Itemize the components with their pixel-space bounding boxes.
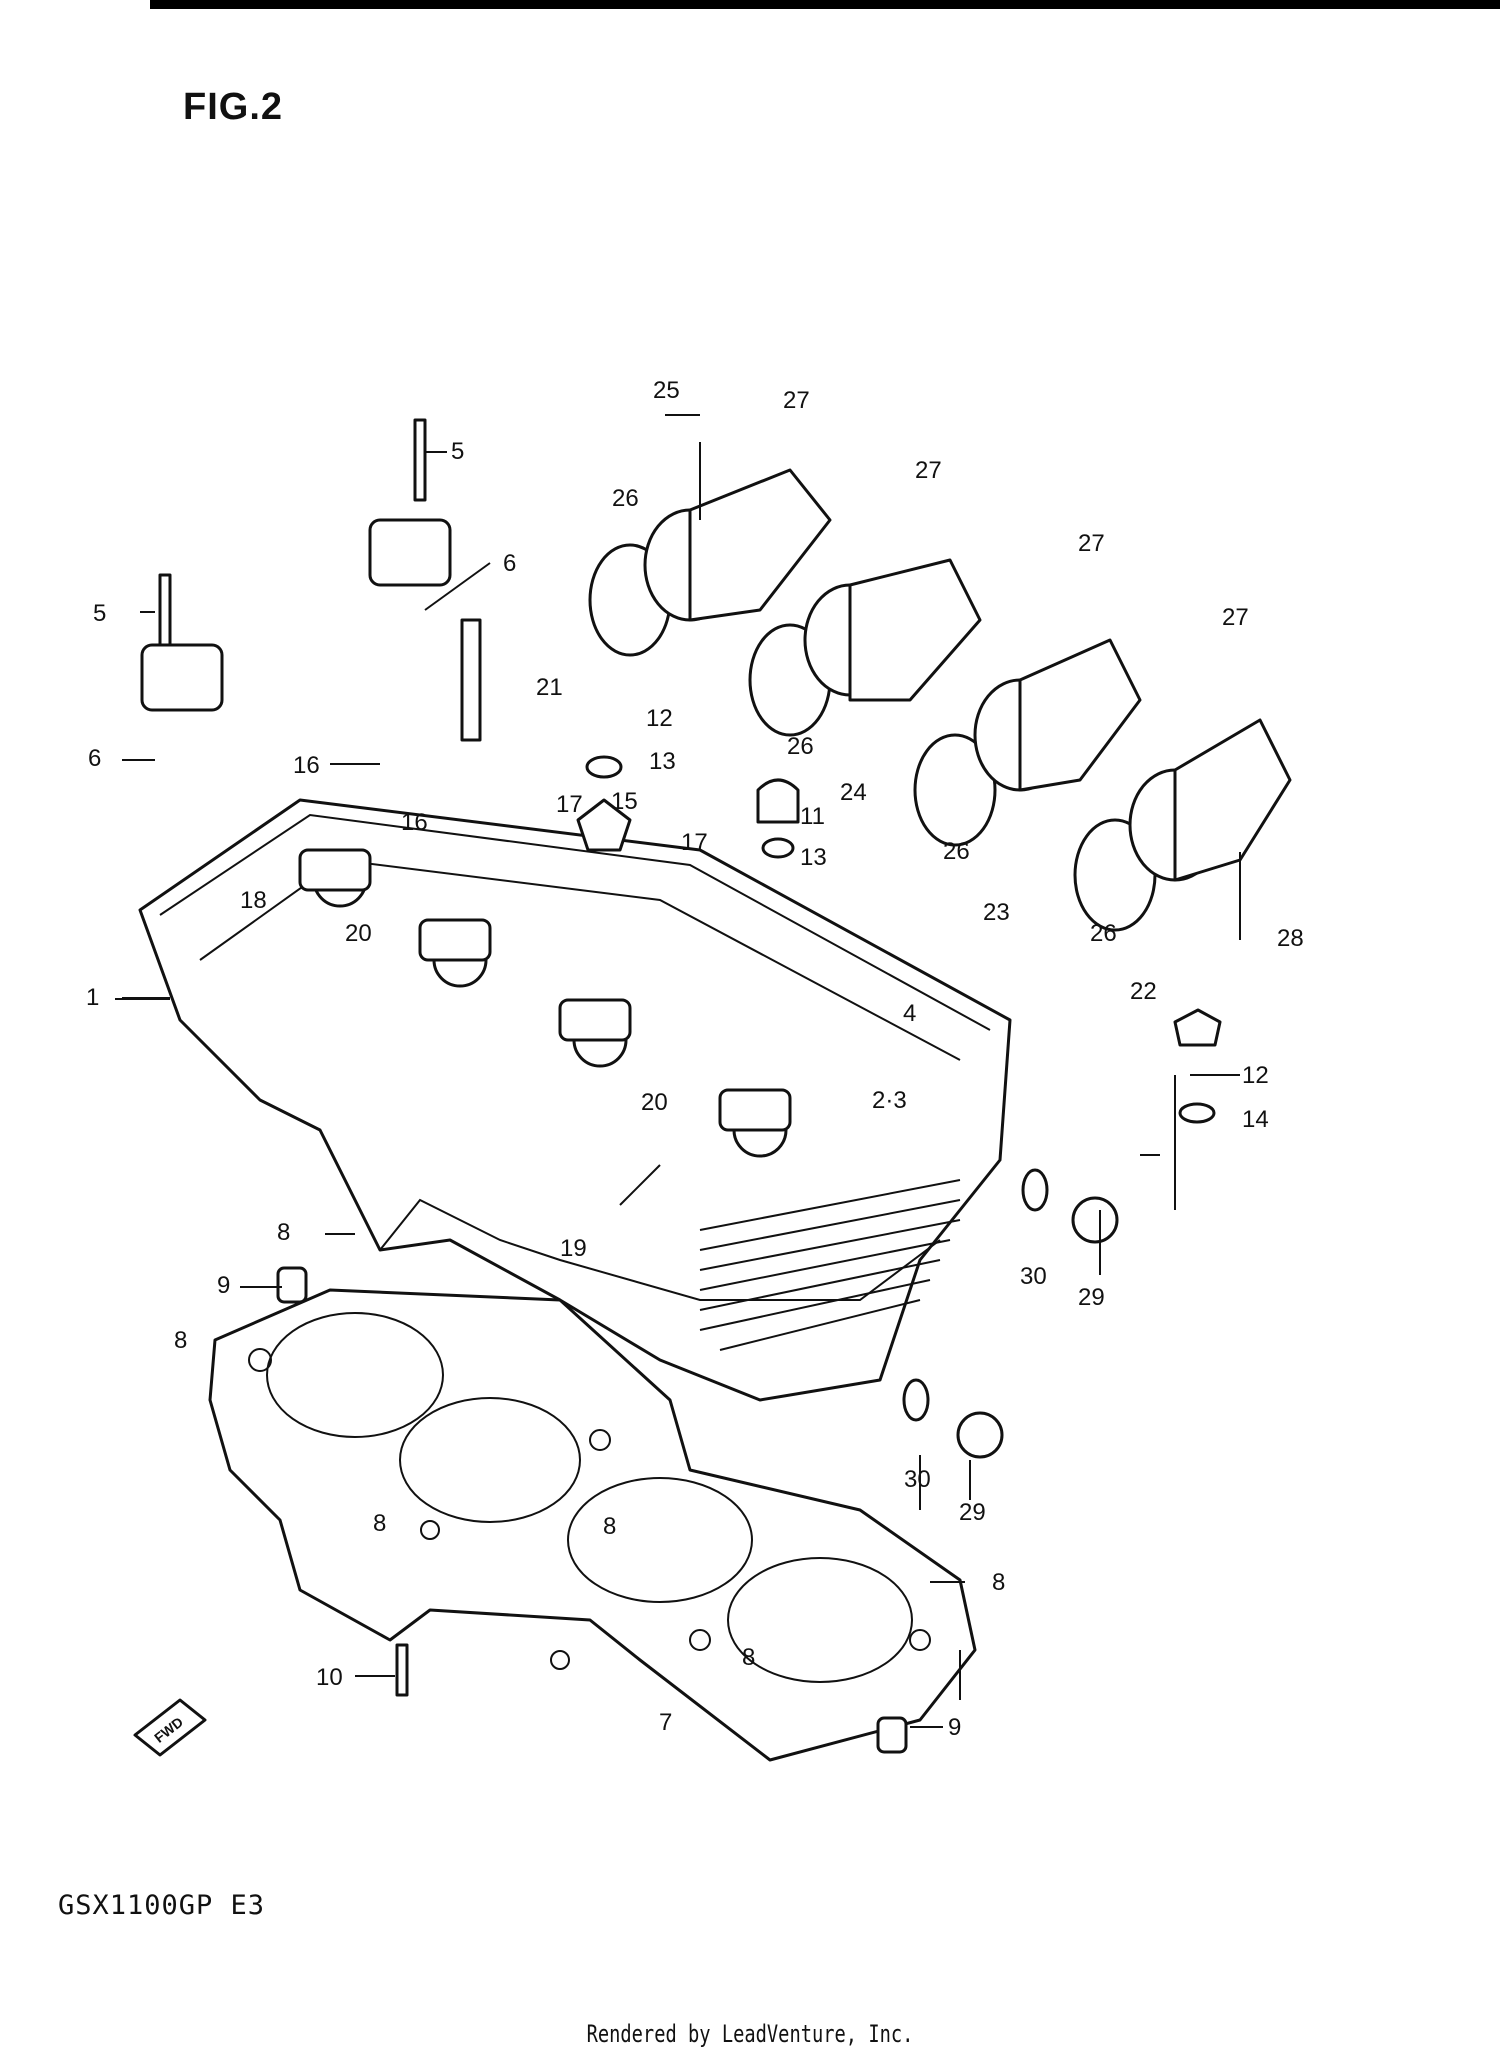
figure-title: FIG.2 xyxy=(183,86,284,128)
callout-6a: 6 xyxy=(503,550,516,577)
cylinder-head xyxy=(138,798,1012,1402)
callout-9a: 9 xyxy=(217,1272,230,1299)
head-gasket xyxy=(208,1288,977,1762)
callout-9b: 9 xyxy=(948,1714,961,1741)
callout-8f: 8 xyxy=(742,1644,755,1671)
callout-12b: 12 xyxy=(1242,1062,1269,1089)
callout-30b: 30 xyxy=(904,1466,931,1493)
callout-27d: 27 xyxy=(1222,604,1249,631)
callout-25: 25 xyxy=(653,377,680,404)
callout-4: 4 xyxy=(903,1000,916,1027)
callout-2-3: 2·3 xyxy=(872,1087,907,1114)
callout-21: 21 xyxy=(536,674,563,701)
callout-1: 1 xyxy=(86,984,99,1011)
callout-8a: 8 xyxy=(277,1219,290,1246)
callout-23: 23 xyxy=(983,899,1010,926)
top-border xyxy=(150,0,1500,9)
callout-26d: 26 xyxy=(1090,920,1117,947)
callout-5b: 5 xyxy=(93,600,106,627)
callout-26a: 26 xyxy=(612,485,639,512)
callout-15: 15 xyxy=(611,788,638,815)
callout-8e: 8 xyxy=(992,1569,1005,1596)
callout-19: 19 xyxy=(560,1235,587,1262)
callout-20b: 20 xyxy=(641,1089,668,1116)
callout-8d: 8 xyxy=(603,1513,616,1540)
callout-5a: 5 xyxy=(451,438,464,465)
callout-26b: 26 xyxy=(787,733,814,760)
callout-27c: 27 xyxy=(1078,530,1105,557)
callout-16b: 16 xyxy=(401,809,428,836)
callout-29a: 29 xyxy=(1078,1284,1105,1311)
leader-lines xyxy=(115,414,1241,1728)
callout-22: 22 xyxy=(1130,978,1157,1005)
callout-11: 11 xyxy=(800,803,825,830)
small-parts: FWD xyxy=(133,418,1222,1757)
callout-20a: 20 xyxy=(345,920,372,947)
footer-credit: Rendered by LeadVenture, Inc. xyxy=(586,2020,914,2048)
callout-27a: 27 xyxy=(783,387,810,414)
callout-7: 7 xyxy=(659,1709,672,1736)
callout-26c: 26 xyxy=(943,838,970,865)
callout-14: 14 xyxy=(1242,1106,1269,1133)
callout-18: 18 xyxy=(240,887,267,914)
callout-27b: 27 xyxy=(915,457,942,484)
callout-24: 24 xyxy=(840,779,867,806)
callout-8b: 8 xyxy=(174,1327,187,1354)
callout-12a: 12 xyxy=(646,705,673,732)
callout-6b: 6 xyxy=(88,745,101,772)
callout-29b: 29 xyxy=(959,1499,986,1526)
callout-30a: 30 xyxy=(1020,1263,1047,1290)
callout-16a: 16 xyxy=(293,752,320,779)
callout-13a: 13 xyxy=(649,748,676,775)
callout-8c: 8 xyxy=(373,1510,386,1537)
callout-10: 10 xyxy=(316,1664,343,1691)
callout-28: 28 xyxy=(1277,925,1304,952)
callout-13b: 13 xyxy=(800,844,827,871)
callout-labels: 1 2·3 4 5 5 6 6 7 8 8 8 8 8 8 9 9 10 11 … xyxy=(86,377,1304,1741)
callout-17a: 17 xyxy=(556,791,583,818)
intake-pipes xyxy=(588,468,1292,932)
model-code: GSX1100GP E3 xyxy=(58,1890,266,1921)
callout-17b: 17 xyxy=(681,829,708,856)
